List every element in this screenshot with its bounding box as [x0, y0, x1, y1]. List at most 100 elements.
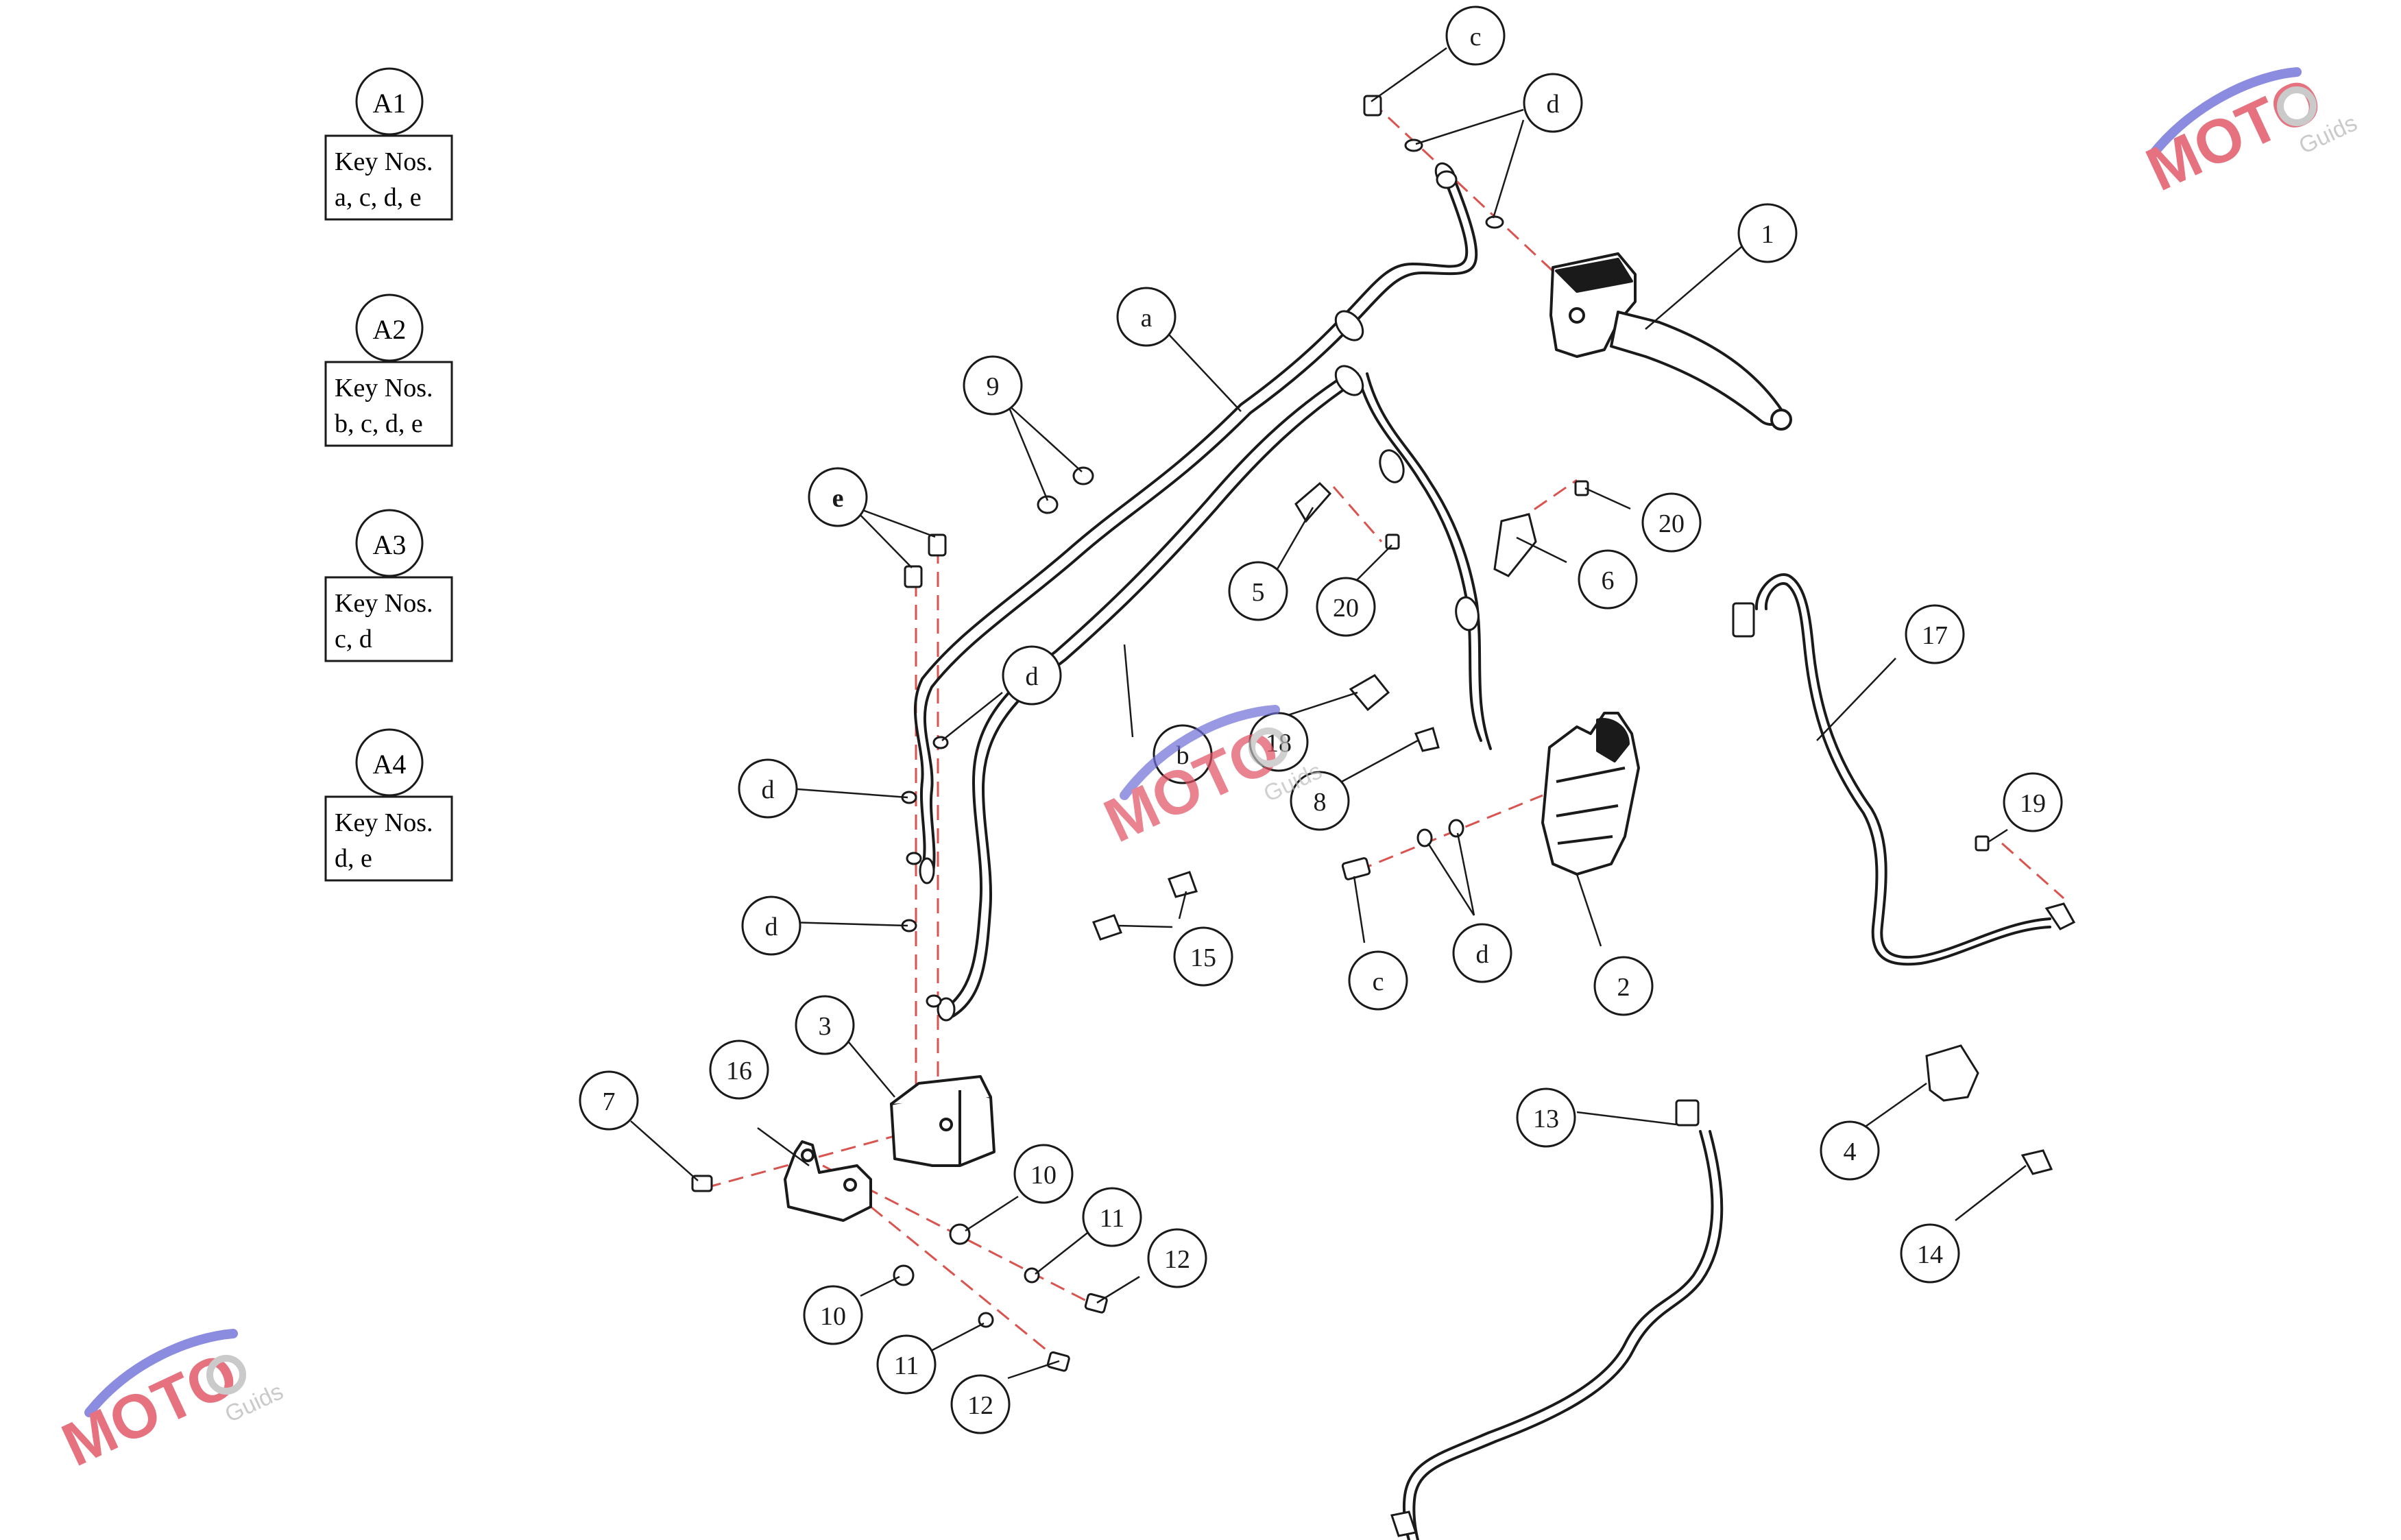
callout-17: 17 [1905, 604, 1965, 664]
svg-text:10: 10 [820, 1302, 846, 1331]
svg-text:17: 17 [1922, 621, 1948, 650]
callout-7: 7 [579, 1070, 639, 1131]
svg-text:20: 20 [1333, 594, 1359, 623]
svg-text:a: a [1141, 304, 1153, 333]
callout-3: 3 [795, 995, 855, 1055]
callout-15: 15 [1173, 926, 1233, 987]
callout-d-mid: d [1452, 923, 1512, 983]
svg-text:13: 13 [1533, 1105, 1559, 1133]
callout-d-left3: d [741, 895, 801, 956]
svg-text:12: 12 [967, 1391, 993, 1420]
leader-lines [630, 47, 2027, 1380]
callout-1: 1 [1737, 203, 1798, 263]
svg-text:1: 1 [1761, 220, 1774, 249]
callout-11-b: 11 [876, 1334, 937, 1395]
callout-e: e [808, 467, 868, 527]
small-parts [691, 95, 2076, 1537]
gear-icon [206, 1355, 246, 1395]
wiring-17 [1754, 573, 2051, 966]
callout-14: 14 [1900, 1223, 1960, 1284]
brake-hose-a [913, 182, 1478, 880]
svg-text:9: 9 [987, 372, 1000, 401]
svg-text:12: 12 [1164, 1245, 1190, 1274]
svg-text:d: d [1547, 90, 1560, 119]
callout-a: a [1116, 287, 1177, 347]
assembly-key-A2: A2 Key Nos. b, c, d, e [324, 293, 453, 447]
svg-text:c: c [1373, 967, 1384, 996]
swoosh-icon [1120, 705, 1280, 800]
svg-text:8: 8 [1314, 788, 1327, 817]
callout-c-mid: c [1348, 950, 1408, 1011]
assembly-key-heading: Key Nos. [335, 374, 433, 402]
assembly-key-list: d, e [335, 844, 372, 873]
watermark-logo-top-right: MOTO Guids [2136, 64, 2361, 204]
bracket-16 [784, 1140, 872, 1222]
brake-hose-b [945, 372, 1492, 1018]
svg-text:7: 7 [603, 1087, 616, 1116]
swoosh-icon [84, 1329, 238, 1417]
assembly-id: A1 [373, 88, 407, 119]
callout-10-a: 10 [1013, 1144, 1074, 1204]
svg-text:c: c [1470, 23, 1482, 51]
svg-text:6: 6 [1602, 566, 1615, 595]
callout-9: 9 [963, 355, 1023, 416]
assembly-key-heading: Key Nos. [335, 589, 433, 618]
svg-text:16: 16 [726, 1057, 752, 1085]
callout-20-right: 20 [1641, 492, 1702, 553]
svg-text:3: 3 [819, 1012, 832, 1041]
master-cylinder-lever-1 [1549, 252, 1792, 431]
assembly-id: A4 [373, 749, 407, 780]
callout-6: 6 [1578, 549, 1638, 610]
assembly-key-A1: A1 Key Nos. a, c, d, e [324, 67, 453, 221]
callout-4: 4 [1820, 1120, 1880, 1181]
hose-fittings [919, 162, 1480, 1022]
callout-11-a: 11 [1082, 1187, 1142, 1247]
gear-icon [1248, 727, 1288, 767]
callout-12-b: 12 [950, 1374, 1011, 1434]
gear-icon [2277, 86, 2317, 126]
svg-text:e: e [832, 484, 844, 513]
callout-5: 5 [1228, 561, 1288, 621]
svg-text:11: 11 [1100, 1204, 1125, 1233]
assembly-key-A4: A4 Key Nos. d, e [324, 728, 453, 882]
assembly-id: A3 [373, 529, 407, 560]
svg-text:d: d [762, 775, 775, 804]
callout-13: 13 [1516, 1087, 1576, 1148]
callout-d-top: d [1523, 73, 1583, 133]
callout-8: 8 [1290, 771, 1350, 831]
assembly-key-list: b, c, d, e [335, 409, 423, 438]
svg-text:5: 5 [1252, 578, 1265, 607]
svg-text:d: d [1026, 662, 1039, 691]
callout-c-top: c [1445, 5, 1506, 66]
swoosh-icon [2148, 67, 2302, 159]
svg-text:d: d [765, 913, 778, 941]
assembly-key-list: c, d [335, 625, 372, 653]
callout-d-left2: d [738, 758, 798, 819]
callout-10-b: 10 [803, 1285, 863, 1345]
assembly-id: A2 [373, 314, 407, 345]
callout-16: 16 [709, 1039, 769, 1100]
brake-caliper-2 [1541, 712, 1640, 876]
abs-modulator-3 [890, 1075, 996, 1167]
wiring-13 [1402, 1130, 1724, 1540]
svg-text:4: 4 [1844, 1138, 1857, 1166]
svg-text:15: 15 [1190, 943, 1216, 972]
callout-20-mid: 20 [1316, 577, 1376, 637]
watermark-logo-bottom-left: MOTO Guids [52, 1329, 287, 1480]
svg-text:2: 2 [1617, 973, 1630, 1002]
svg-text:20: 20 [1658, 509, 1685, 538]
callout-2: 2 [1593, 956, 1654, 1016]
callout-19: 19 [2003, 772, 2063, 832]
svg-text:10: 10 [1030, 1161, 1057, 1190]
svg-text:14: 14 [1917, 1240, 1943, 1269]
assembly-key-heading: Key Nos. [335, 147, 433, 176]
assembly-key-list: a, c, d, e [335, 183, 422, 212]
callouts: c d 1 a 9 e 20 5 20 6 17 d b 18 8 d 19 d… [579, 5, 2063, 1434]
svg-text:11: 11 [894, 1351, 919, 1380]
callout-d-left1: d [1002, 645, 1062, 706]
assembly-key-A3: A3 Key Nos. c, d [324, 509, 453, 662]
svg-text:19: 19 [2020, 789, 2046, 818]
callout-12-a: 12 [1147, 1228, 1207, 1288]
assembly-key-heading: Key Nos. [335, 808, 433, 837]
